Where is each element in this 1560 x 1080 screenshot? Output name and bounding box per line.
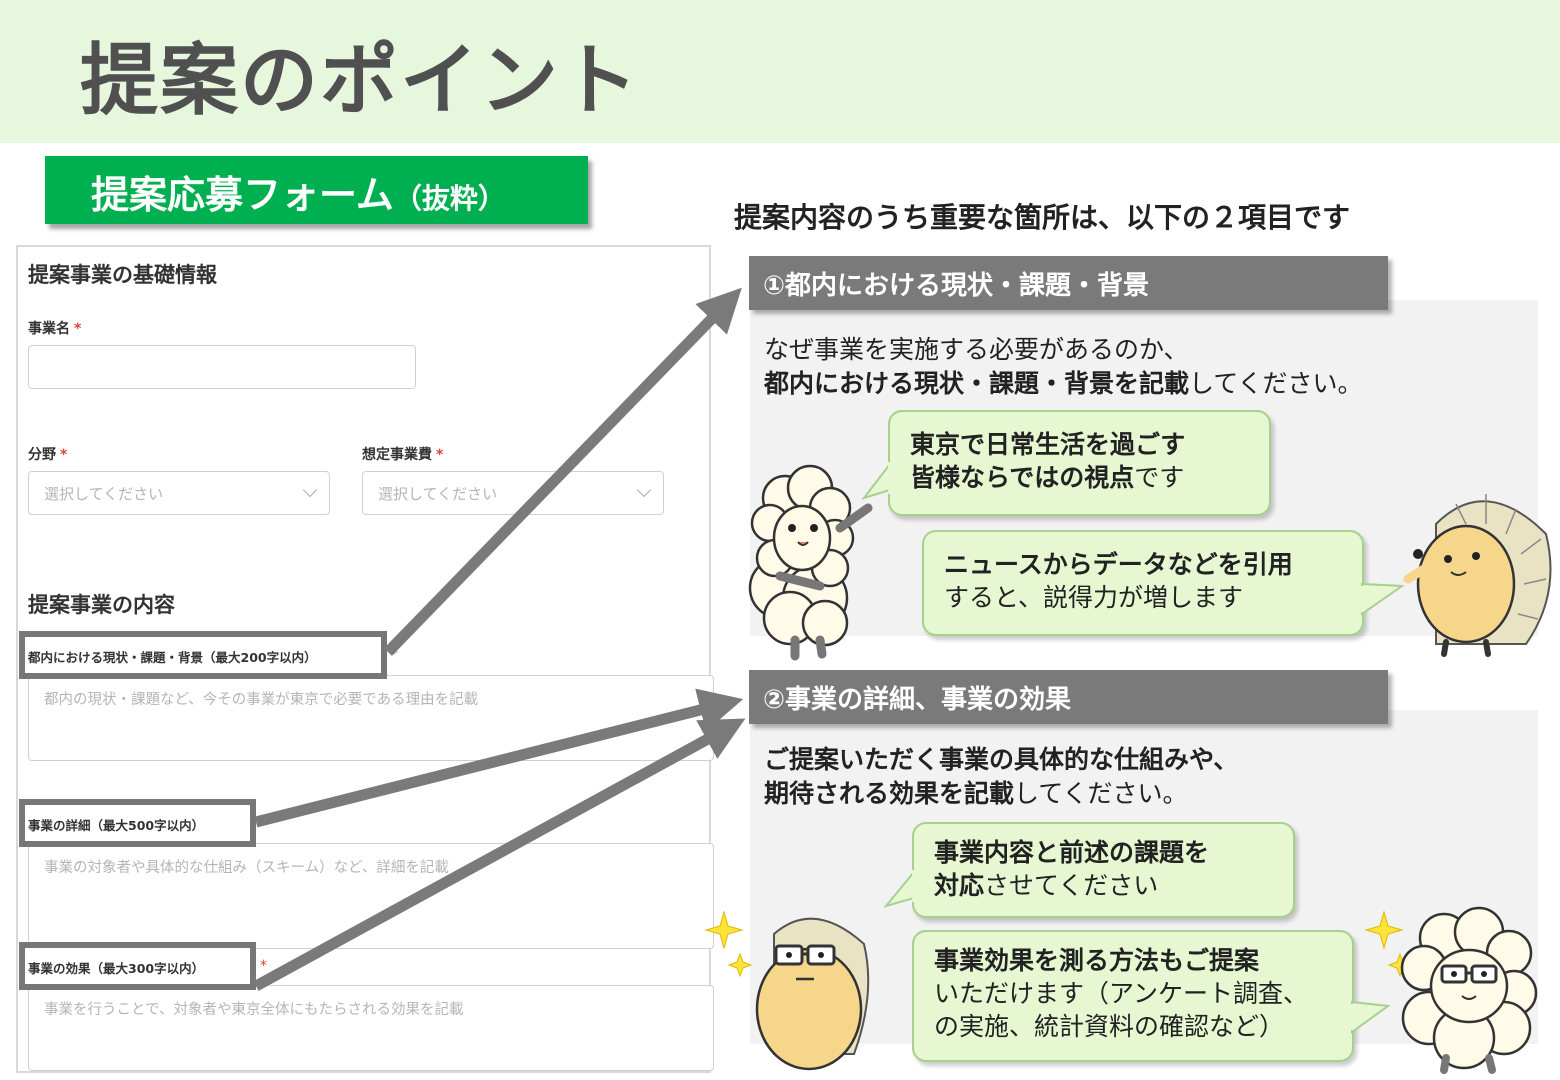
effects-label: 事業の効果（最大300字以内） [28,961,205,976]
form-badge-subtitle: （抜粋） [393,182,506,215]
card2-bubble2: 事業効果を測る方法もご提案 いただけます（アンケート調査、 の実施、統計資料の確… [912,930,1354,1062]
business-name-input[interactable] [28,345,416,389]
bubble-tail [861,461,894,500]
card1-header: ①都内における現状・課題・背景 [749,256,1388,310]
effects-required: * [260,958,267,974]
business-name-label: 事業名* [28,321,82,337]
hedgehog-glasses-icon [704,910,870,1071]
page-title: 提案のポイント [80,36,641,126]
details-label: 事業の詳細（最大500字以内） [28,818,205,833]
form-badge-title: 提案応募フォーム（抜粋） [91,173,506,217]
sheep-icon [748,464,873,661]
field-select[interactable]: 選択してください [28,471,330,515]
bubble-tail [1358,582,1405,616]
field-label: 分野* [28,447,68,463]
card1-title: ①都内における現状・課題・背景 [763,271,1150,301]
details-placeholder: 事業の対象者や具体的な仕組み（スキーム）など、詳細を記載 [44,860,449,876]
sparkle-icon [727,952,753,978]
card1-bubble1: 東京で日常生活を過ごす 皆様ならではの視点です [888,410,1271,516]
intro-text: 提案内容のうち重要な箇所は、以下の２項目です [734,201,1351,234]
card1-bubble2: ニュースからデータなどを引用 すると、説得力が増します [922,530,1364,636]
cost-select-placeholder: 選択してください [378,485,498,503]
current-label-highlight: 都内における現状・課題・背景（最大200字以内） [19,631,387,679]
sheep-glasses-icon [1364,906,1538,1074]
page-header: 提案のポイント [0,0,1560,143]
sparkle-icon [704,910,744,950]
bubble-tail [883,869,918,908]
details-required: * [260,816,267,832]
section-basic-info: 提案事業の基礎情報 [28,263,217,287]
current-label: 都内における現状・課題・背景（最大200字以内） [28,650,317,665]
details-label-highlight: 事業の詳細（最大500字以内） [19,799,256,847]
cost-select[interactable]: 選択してください [362,471,664,515]
chevron-down-icon [636,482,652,498]
card2-header: ②事業の詳細、事業の効果 [749,670,1388,724]
effects-label-highlight: 事業の効果（最大300字以内） [19,942,256,990]
chevron-down-icon [302,482,318,498]
current-placeholder: 都内の現状・課題など、今その事業が東京で必要である理由を記載 [44,692,479,708]
effects-textarea[interactable]: 事業を行うことで、対象者や東京全体にもたらされる効果を記載 [28,985,714,1071]
card2-description: ご提案いただく事業の具体的な仕組みや、 期待される効果を記載してください。 [764,745,1239,808]
cost-label: 想定事業費* [362,447,444,463]
details-textarea[interactable]: 事業の対象者や具体的な仕組み（スキーム）など、詳細を記載 [28,843,714,949]
section-content: 提案事業の内容 [28,593,175,617]
effects-placeholder: 事業を行うことで、対象者や東京全体にもたらされる効果を記載 [44,1002,464,1018]
card2-title: ②事業の詳細、事業の効果 [763,685,1072,715]
bubble-tail [1348,1000,1391,1034]
current-required: * [391,646,398,662]
current-textarea[interactable]: 都内の現状・課題など、今その事業が東京で必要である理由を記載 [28,675,714,761]
hedgehog-icon [1403,494,1552,657]
card1-description: なぜ事業を実施する必要があるのか、 都内における現状・課題・背景を記載してくださ… [764,335,1363,398]
form-badge: 提案応募フォーム（抜粋） [45,156,588,224]
field-select-placeholder: 選択してください [44,485,164,503]
sparkle-icon [1364,910,1404,950]
card2-bubble1: 事業内容と前述の課題を 対応させてください [912,822,1295,918]
